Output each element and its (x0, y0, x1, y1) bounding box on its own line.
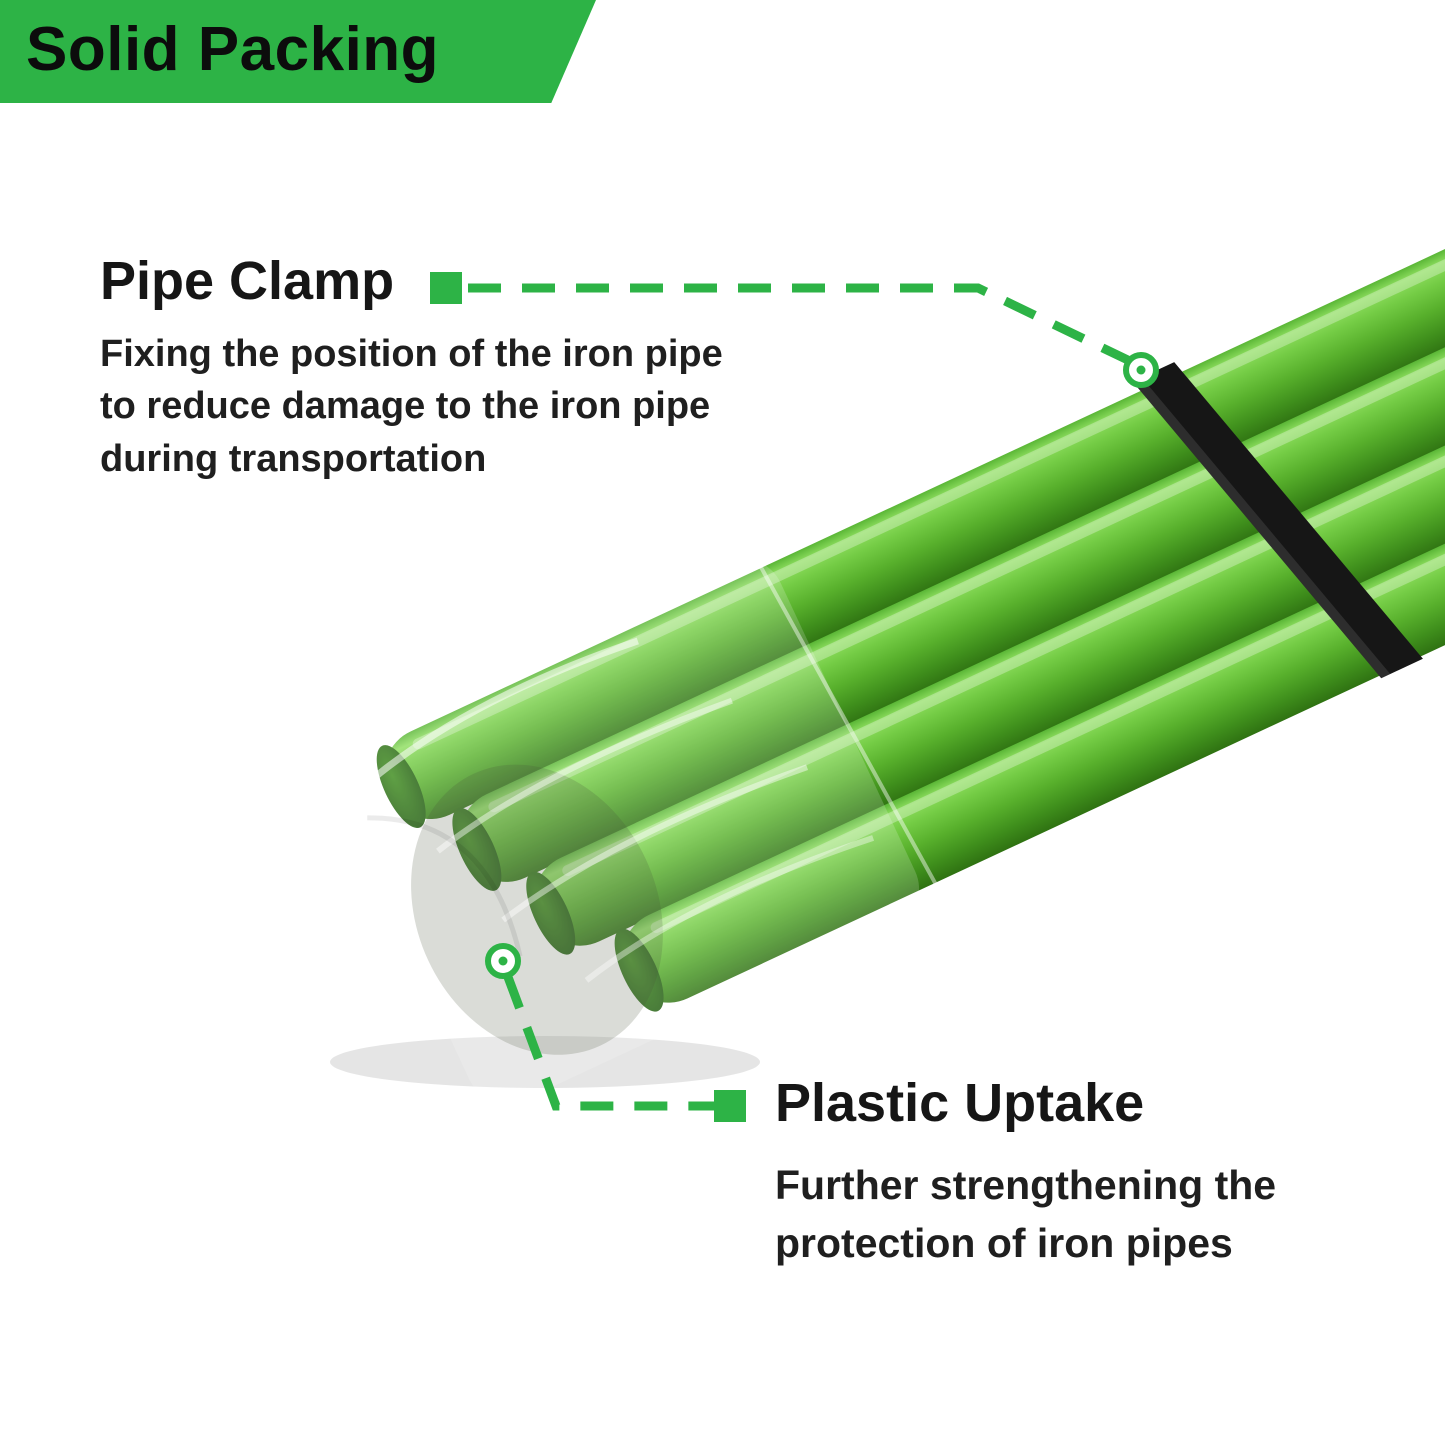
plastic-uptake-target-dot-icon (498, 956, 508, 966)
bundle-shadow (330, 1036, 760, 1088)
plastic-uptake-title: Plastic Uptake (775, 1073, 1145, 1133)
pipe-clamp-description: Fixing the position of the iron pipe to … (100, 333, 723, 480)
pipe-ends-shadow (411, 764, 663, 1055)
pipe (526, 252, 1445, 955)
pipe-clamp-square-icon (430, 272, 462, 304)
pipe (452, 188, 1445, 891)
banner: Solid Packing (0, 0, 596, 103)
plastic-uptake-square-icon (714, 1090, 746, 1122)
pipe-clamp-connector-line (468, 283, 1134, 367)
pipe-clamp-title: Pipe Clamp (100, 251, 395, 311)
plastic-uptake-connector-line (503, 975, 714, 1111)
plastic-uptake-description: Further strengthening the protection of … (775, 1162, 1277, 1267)
pipe-clamp-target-dot-icon (1136, 365, 1146, 375)
banner-title: Solid Packing (26, 15, 440, 84)
pipe (614, 309, 1445, 1012)
plastic-wrap (330, 556, 944, 1104)
pipe-clamp-strap-highlight (1132, 377, 1391, 679)
pipe-clamp-strap (1132, 362, 1423, 679)
